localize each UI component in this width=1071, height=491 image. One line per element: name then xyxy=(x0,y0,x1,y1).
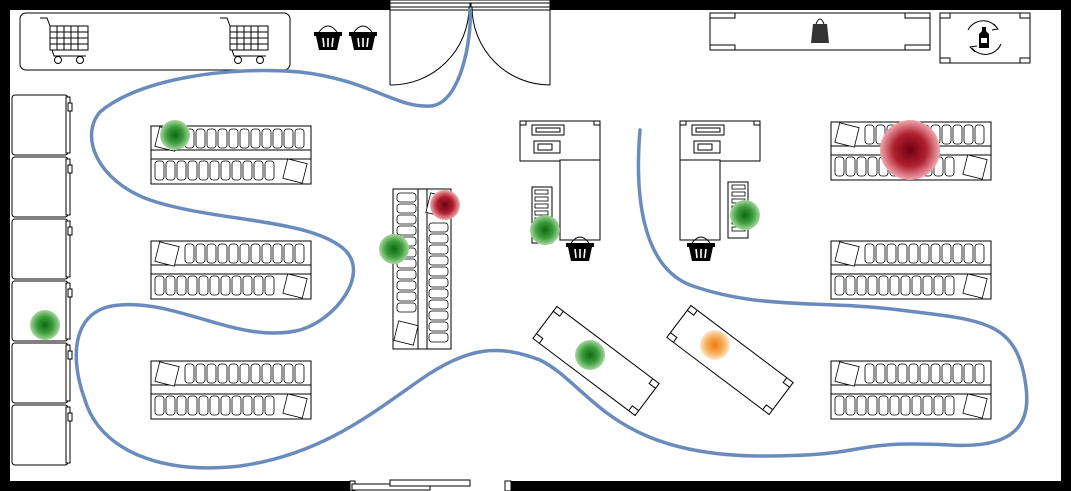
cash-register-icon[interactable] xyxy=(519,120,601,162)
exit-doorway[interactable] xyxy=(349,479,512,491)
heat-spot-high xyxy=(430,190,460,220)
heat-spot-low xyxy=(575,340,605,370)
shopping-bag-icon xyxy=(811,18,829,43)
heat-spot-low xyxy=(730,200,760,230)
checkout-2 xyxy=(679,120,761,262)
heat-spot-low xyxy=(379,234,409,264)
heat-spot-low xyxy=(530,215,560,245)
cash-register-icon[interactable] xyxy=(679,120,761,162)
bag-counter xyxy=(709,12,931,51)
display-table-2 xyxy=(666,304,794,416)
shelf-right-middle xyxy=(830,240,992,300)
customer-walk-path xyxy=(74,8,1029,470)
cart-corral xyxy=(19,12,291,71)
checkout-1 xyxy=(519,120,601,262)
heat-spot-medium xyxy=(700,330,730,360)
heat-spot-low xyxy=(160,120,190,150)
heat-spot-high xyxy=(880,120,940,180)
bottle-recycling-icon xyxy=(967,20,1002,55)
bottle-return-station xyxy=(939,12,1031,64)
shelf-left-middle xyxy=(150,240,312,300)
shelf-left-bottom xyxy=(150,360,312,420)
heat-spot-low xyxy=(30,310,60,340)
shelf-right-bottom xyxy=(830,360,992,420)
